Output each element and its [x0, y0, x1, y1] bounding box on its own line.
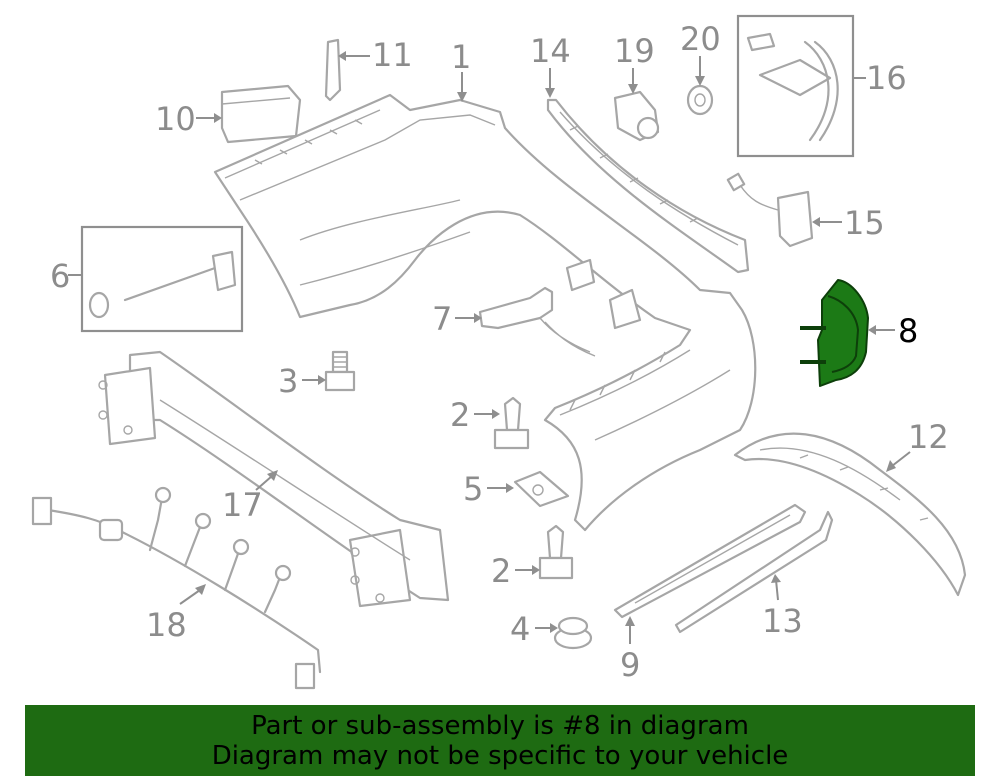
part-9-lower-strip[interactable] — [613, 503, 807, 619]
label-7: 7 — [432, 300, 452, 338]
label-9: 9 — [620, 646, 640, 684]
label-1: 1 — [451, 38, 471, 76]
part-3-bolt[interactable] — [324, 350, 356, 392]
part-5-clip-nut[interactable] — [513, 470, 570, 508]
part-11-clip[interactable] — [324, 38, 342, 102]
part-6-pin-kit[interactable] — [80, 225, 244, 333]
label-8-highlighted: 8 — [898, 312, 918, 350]
label-18: 18 — [146, 606, 187, 644]
banner-line-1: Part or sub-assembly is #8 in diagram — [251, 710, 749, 741]
leader-arrows — [68, 51, 911, 644]
part-4-grommet[interactable] — [553, 616, 593, 650]
label-17: 17 — [222, 486, 263, 524]
part-1-bumper-cover[interactable] — [213, 93, 757, 532]
label-3: 3 — [278, 362, 298, 400]
info-banner: Part or sub-assembly is #8 in diagram Di… — [25, 705, 975, 776]
part-20-ring[interactable] — [686, 84, 714, 116]
callout-labels: 1 11 10 14 19 20 16 15 6 7 8 3 2 12 5 17… — [50, 20, 949, 684]
part-2-screw-upper[interactable] — [493, 396, 530, 450]
label-11: 11 — [372, 36, 413, 74]
label-20: 20 — [680, 20, 721, 58]
label-15: 15 — [844, 204, 885, 242]
parts-diagram: 1 11 10 14 19 20 16 15 6 7 8 3 2 12 5 17… — [31, 14, 967, 690]
part-18-wiring-harness[interactable] — [31, 486, 322, 690]
label-5: 5 — [463, 470, 483, 508]
label-6: 6 — [50, 257, 70, 295]
label-14: 14 — [530, 32, 571, 70]
part-2-screw-lower[interactable] — [538, 524, 574, 580]
label-4: 4 — [510, 610, 530, 648]
part-13-lower-strip[interactable] — [674, 510, 834, 634]
part-19-sensor[interactable] — [613, 90, 660, 142]
label-19: 19 — [614, 32, 655, 70]
label-12: 12 — [908, 418, 949, 456]
part-16-kit[interactable] — [736, 14, 855, 158]
part-14-bracket-strip[interactable] — [546, 98, 750, 274]
part-10-module[interactable] — [220, 84, 302, 144]
part-12-lower-trim[interactable] — [733, 432, 967, 597]
part-17-reinforcement-beam[interactable] — [98, 350, 450, 608]
banner-line-2: Diagram may not be specific to your vehi… — [211, 740, 789, 771]
part-15-sensor-bracket[interactable] — [726, 172, 814, 248]
part-7-mount-bracket[interactable] — [478, 258, 642, 357]
label-13: 13 — [762, 602, 803, 640]
label-2-upper: 2 — [450, 396, 470, 434]
part-8-side-bracket-highlighted[interactable] — [800, 279, 869, 387]
label-10: 10 — [155, 100, 196, 138]
label-16: 16 — [866, 59, 907, 97]
label-2-lower: 2 — [491, 552, 511, 590]
